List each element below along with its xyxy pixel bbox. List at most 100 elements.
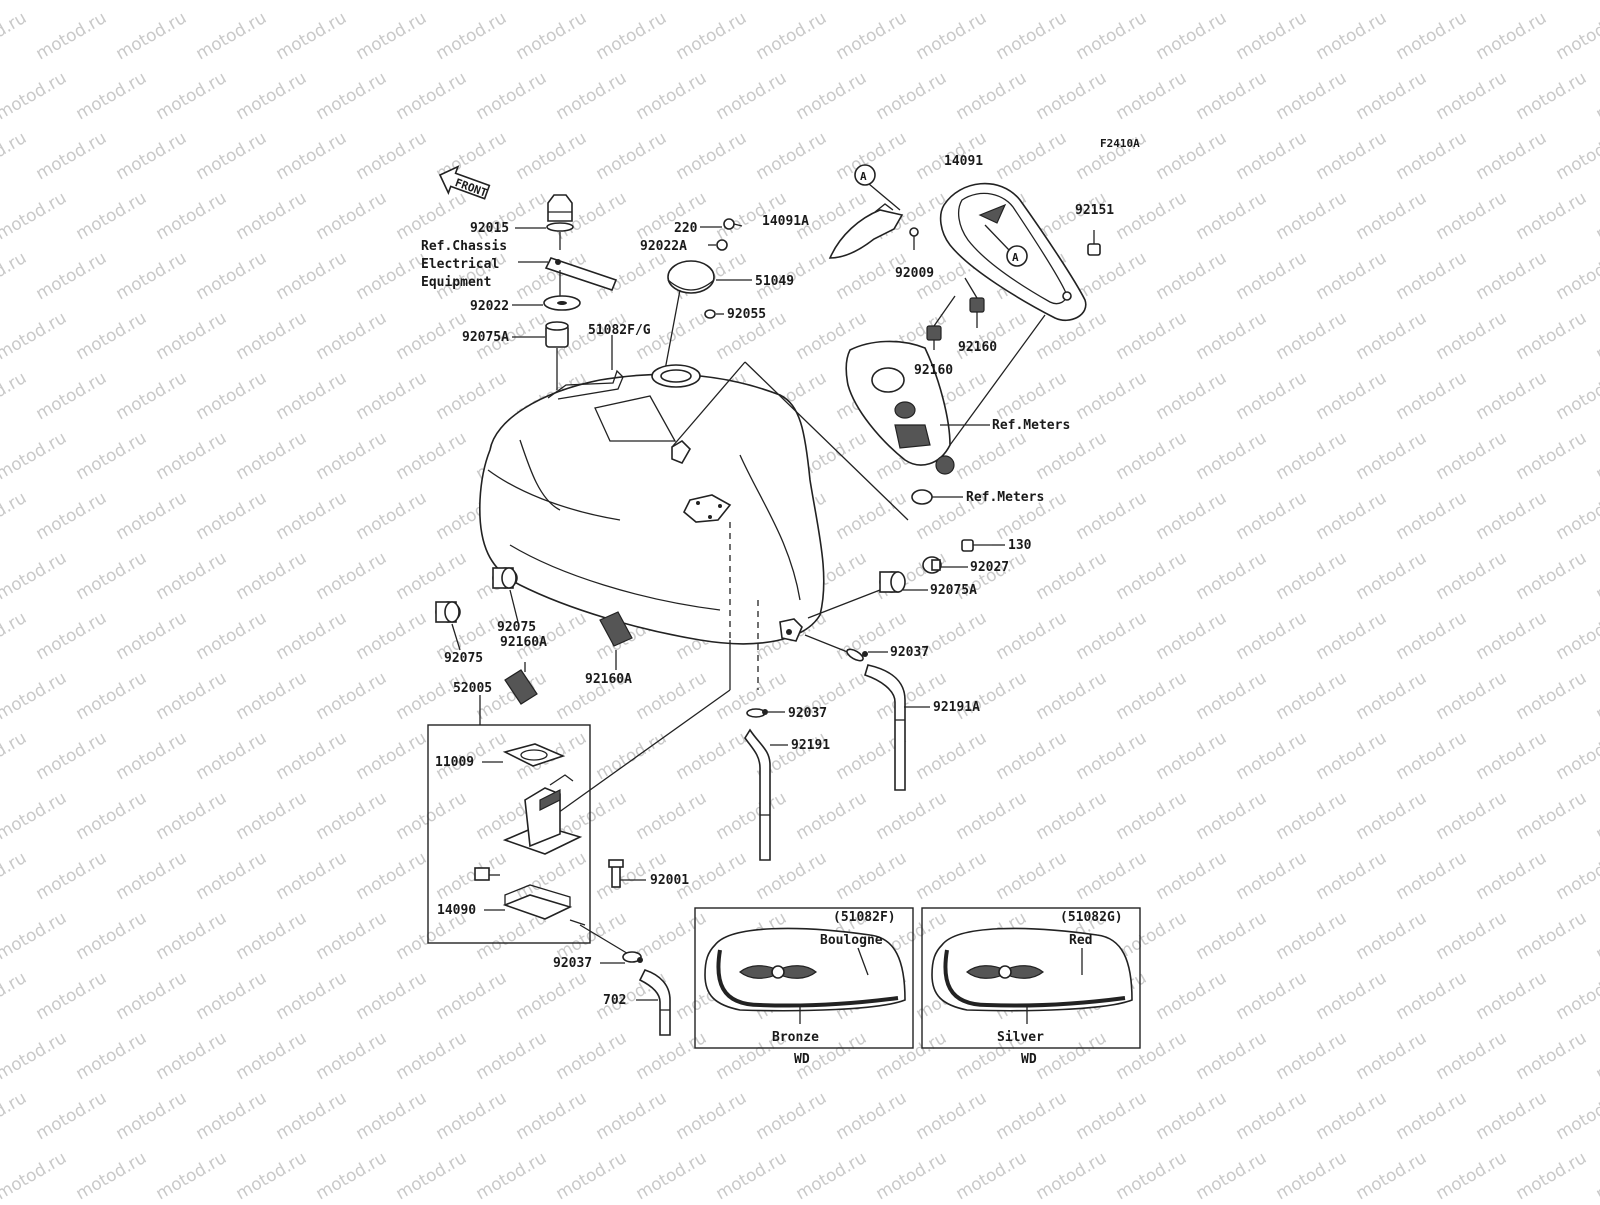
svg-text:A: A xyxy=(1012,251,1019,264)
watermark-text: motod.ru xyxy=(1313,8,1391,64)
watermark-text: motod.ru xyxy=(1033,428,1111,484)
watermark-text: motod.ru xyxy=(1473,248,1551,304)
watermark-text: motod.ru xyxy=(273,488,351,544)
watermark-text: motod.ru xyxy=(33,848,111,904)
watermark-text: motod.ru xyxy=(1473,1088,1551,1144)
watermark-text: motod.ru xyxy=(393,428,471,484)
watermark-text: motod.ru xyxy=(193,488,271,544)
label-92160A-b: 92160A xyxy=(585,672,632,687)
watermark-text: motod.ru xyxy=(273,8,351,64)
watermark-text: motod.ru xyxy=(753,128,831,184)
watermark-text: motod.ru xyxy=(1273,1028,1351,1084)
watermark-text: motod.ru xyxy=(0,968,30,1024)
label-92151: 92151 xyxy=(1075,203,1114,218)
watermark-text: motod.ru xyxy=(1273,308,1351,364)
watermark-text: motod.ru xyxy=(0,488,30,544)
watermark-text: motod.ru xyxy=(1513,548,1591,604)
grommet-92075-a xyxy=(493,568,517,588)
watermark-text: motod.ru xyxy=(1313,848,1391,904)
watermark-text: motod.ru xyxy=(1513,1028,1591,1084)
watermark-text: motod.ru xyxy=(193,608,271,664)
watermark-text: motod.ru xyxy=(1233,488,1311,544)
watermark-text: motod.ru xyxy=(1513,188,1591,244)
cap-nut-92015 xyxy=(547,195,573,231)
watermark-text: motod.ru xyxy=(393,68,471,124)
label-92015: 92015 xyxy=(470,221,509,236)
watermark-text: motod.ru xyxy=(1393,8,1471,64)
watermark-text: motod.ru xyxy=(1473,488,1551,544)
watermark-text: motod.ru xyxy=(1313,368,1391,424)
watermark-text: motod.ru xyxy=(1393,248,1471,304)
label-92037-bottom: 92037 xyxy=(553,956,592,971)
watermark-text: motod.ru xyxy=(1193,908,1271,964)
inset1-color: Boulogne xyxy=(820,933,883,948)
watermark-text: motod.ru xyxy=(633,188,711,244)
watermark-text: motod.ru xyxy=(1353,788,1431,844)
watermark-text: motod.ru xyxy=(513,968,591,1024)
watermark-text: motod.ru xyxy=(73,788,151,844)
watermark-text: motod.ru xyxy=(33,128,111,184)
watermark-text: motod.ru xyxy=(1073,488,1151,544)
watermark-text: motod.ru xyxy=(1113,68,1191,124)
inset1-code: (51082F) xyxy=(833,910,896,925)
watermark-text: motod.ru xyxy=(473,1028,551,1084)
label-92191: 92191 xyxy=(791,738,830,753)
watermark-text: motod.ru xyxy=(953,788,1031,844)
watermark-text: motod.ru xyxy=(793,0,871,4)
watermark-text: motod.ru xyxy=(353,848,431,904)
watermark-text: motod.ru xyxy=(1233,608,1311,664)
watermark-text: motod.ru xyxy=(233,1028,311,1084)
watermark-text: motod.ru xyxy=(273,608,351,664)
label-92037-right: 92037 xyxy=(890,645,929,660)
watermark-text: motod.ru xyxy=(1313,1088,1391,1144)
watermark-text: motod.ru xyxy=(0,608,30,664)
watermark-text: motod.ru xyxy=(1033,1028,1111,1084)
label-92009: 92009 xyxy=(895,266,934,281)
label-92160-a: 92160 xyxy=(914,363,953,378)
watermark-text: motod.ru xyxy=(633,788,711,844)
watermark-text: motod.ru xyxy=(873,68,951,124)
watermark-text: motod.ru xyxy=(73,1028,151,1084)
watermark-text: motod.ru xyxy=(433,1088,511,1144)
watermark-text: motod.ru xyxy=(193,248,271,304)
watermark-text: motod.ru xyxy=(73,428,151,484)
watermark-text: motod.ru xyxy=(193,968,271,1024)
watermark-text: motod.ru xyxy=(1593,188,1600,244)
watermark-text: motod.ru xyxy=(633,68,711,124)
watermark-text: motod.ru xyxy=(913,848,991,904)
watermark-text: motod.ru xyxy=(1153,8,1231,64)
watermark-text: motod.ru xyxy=(633,668,711,724)
watermark-text: motod.ru xyxy=(1233,968,1311,1024)
label-51082FG: 51082F/G xyxy=(588,323,651,338)
label-92075A-top: 92075A xyxy=(462,330,509,345)
label-ref-meters-1: Ref.Meters xyxy=(992,418,1070,433)
watermark-text: motod.ru xyxy=(1273,908,1351,964)
watermark-text: motod.ru xyxy=(1433,788,1511,844)
watermark-text: motod.ru xyxy=(393,548,471,604)
watermark-text: motod.ru xyxy=(33,8,111,64)
watermark-text: motod.ru xyxy=(1593,548,1600,604)
label-ref-chassis-2: Electrical xyxy=(421,257,499,272)
watermark-text: motod.ru xyxy=(353,128,431,184)
inset2-color: Red xyxy=(1069,933,1092,948)
watermark-text: motod.ru xyxy=(73,548,151,604)
watermark-text: motod.ru xyxy=(593,128,671,184)
watermark-text: motod.ru xyxy=(993,8,1071,64)
watermark-text: motod.ru xyxy=(913,1088,991,1144)
watermark-text: motod.ru xyxy=(153,68,231,124)
watermark-text: motod.ru xyxy=(433,368,511,424)
watermark-text: motod.ru xyxy=(73,908,151,964)
watermark-text: motod.ru xyxy=(313,1148,391,1200)
watermark-text: motod.ru xyxy=(1233,728,1311,784)
collar-92027 xyxy=(923,557,941,573)
watermark-text: motod.ru xyxy=(113,368,191,424)
watermark-text: motod.ru xyxy=(1553,8,1600,64)
watermark-text: motod.ru xyxy=(993,608,1071,664)
watermark-text: motod.ru xyxy=(1313,248,1391,304)
watermark-text: motod.ru xyxy=(193,848,271,904)
tank-51082G-illustration xyxy=(932,928,1132,1010)
watermark-text: motod.ru xyxy=(633,908,711,964)
watermark-text: motod.ru xyxy=(1473,128,1551,184)
grommet-92075A-top xyxy=(546,322,568,347)
watermark-text: motod.ru xyxy=(33,968,111,1024)
